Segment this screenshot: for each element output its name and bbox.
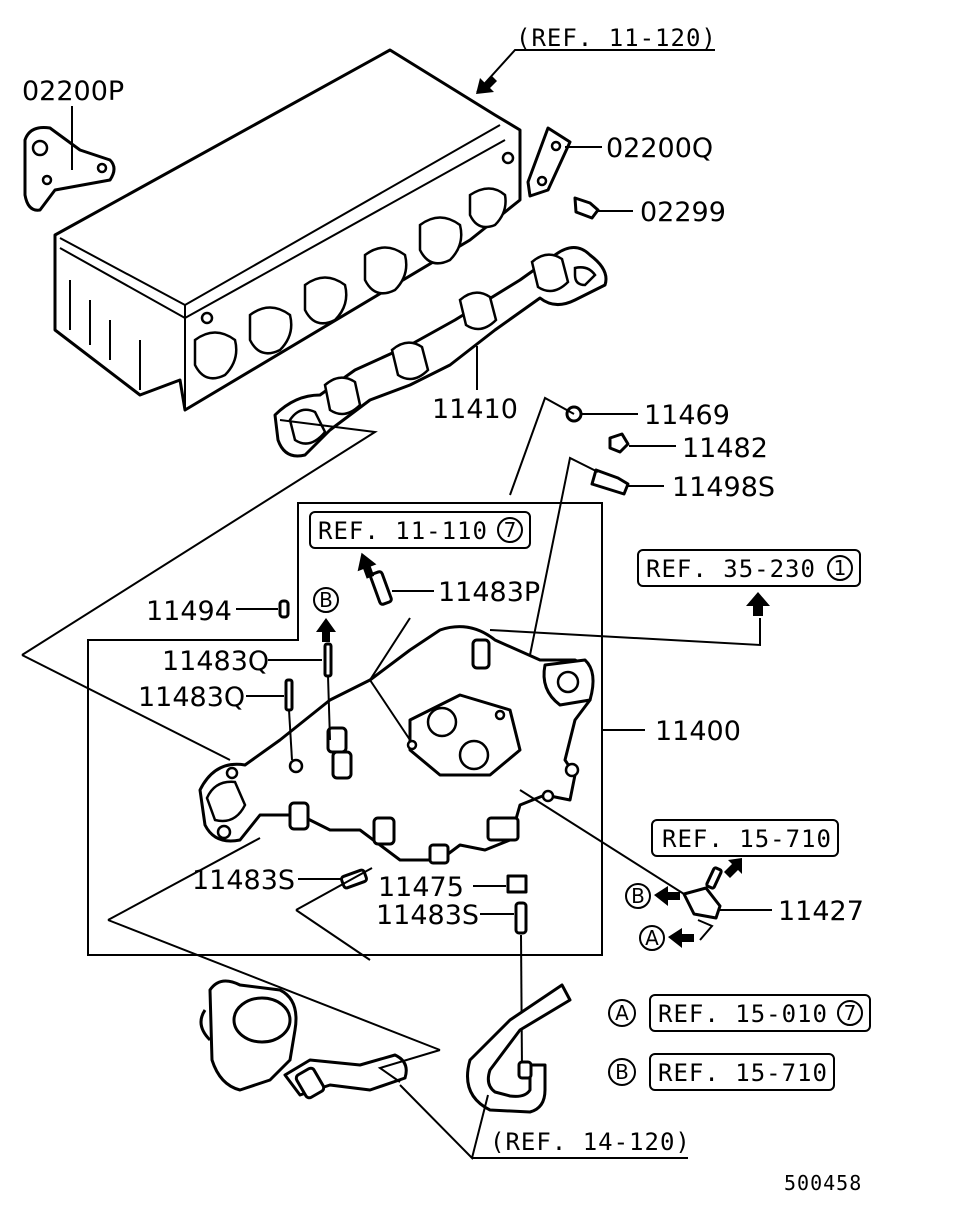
ref-box-15-710-sensor: REF. 15-710 — [651, 819, 839, 857]
guide-11498S — [529, 456, 599, 656]
guide-11483Q-b — [288, 709, 293, 761]
guide-11483P — [368, 617, 411, 741]
svg-text:B: B — [319, 588, 333, 612]
cylinder-head — [53, 48, 522, 412]
guide-line-left — [21, 419, 378, 656]
svg-text:REF. 15-710: REF. 15-710 — [662, 825, 832, 853]
water-hose — [466, 983, 572, 1114]
leader-ref-11-120 — [476, 49, 715, 93]
bracket-02200P — [23, 126, 116, 212]
marker-A-sensor: A — [639, 925, 665, 951]
svg-text:A: A — [645, 926, 659, 950]
guide-lower-short — [295, 909, 371, 961]
svg-text:1: 1 — [834, 556, 847, 580]
plug-11494 — [278, 599, 290, 619]
svg-text:B: B — [615, 1060, 629, 1084]
label-11469: 11469 — [644, 400, 730, 431]
cap-11475 — [506, 874, 528, 894]
ref-box-11-110: REF. 11-110 7 — [309, 511, 531, 549]
arrow-icon — [357, 552, 377, 579]
pin-11483Q-b — [284, 678, 294, 712]
label-11410: 11410 — [432, 394, 518, 425]
arrow-left-icon — [654, 886, 680, 906]
gasket-11410 — [273, 246, 608, 458]
sensor-wire — [697, 919, 714, 941]
svg-text:7: 7 — [504, 518, 517, 542]
label-11475: 11475 — [378, 872, 464, 903]
arrow-up-icon — [316, 618, 336, 642]
guide-11483Q-a — [327, 675, 331, 741]
hose-11483S-b — [514, 901, 528, 935]
label-02299: 02299 — [640, 197, 726, 228]
bolt-02299 — [573, 196, 600, 220]
label-11498S: 11498S — [672, 472, 775, 503]
svg-text:A: A — [615, 1001, 629, 1025]
manifold-assembly-box — [87, 502, 603, 956]
thermostat-housing — [199, 979, 408, 1100]
svg-text:REF. 15-710: REF. 15-710 — [658, 1059, 828, 1087]
svg-text:B: B — [631, 884, 645, 908]
label-11494: 11494 — [146, 596, 232, 627]
nut-11482 — [608, 432, 630, 454]
guide-hose — [377, 1049, 441, 1083]
guide-lower-center — [107, 919, 441, 1051]
label-11483Q-a: 11483Q — [162, 646, 269, 677]
marker-B-top: B — [313, 587, 339, 613]
label-11483Q-b: 11483Q — [138, 682, 245, 713]
label-02200P: 02200P — [22, 76, 124, 107]
ref-box-35-230: REF. 35-230 1 — [637, 549, 861, 587]
sensor-11427 — [682, 866, 723, 920]
svg-text:7: 7 — [844, 1001, 857, 1025]
guide-line-lower — [21, 654, 231, 761]
label-11483P: 11483P — [438, 577, 540, 608]
label-11483S-b: 11483S — [376, 900, 479, 931]
ref-11-120: (REF. 11-120) — [516, 24, 717, 52]
label-11483S-a: 11483S — [192, 865, 295, 896]
bolt-11498S — [590, 468, 630, 496]
leader-ref-35-230 — [489, 618, 761, 647]
arrow-icon — [724, 858, 742, 878]
guide-11483S-b — [520, 934, 523, 1071]
arrow-left-icon — [668, 928, 694, 948]
bracket-02200Q — [526, 126, 572, 198]
marker-B-sensor: B — [625, 883, 651, 909]
arrow-icon — [476, 76, 497, 94]
guide-11469 — [509, 396, 575, 496]
guide-11483S-a — [295, 867, 373, 911]
svg-text:REF. 11-110: REF. 11-110 — [318, 517, 488, 545]
legend-A: A REF. 15-010 7 — [608, 994, 871, 1032]
pipe-11483P — [369, 570, 393, 606]
guide-11427 — [519, 789, 685, 895]
label-11482: 11482 — [682, 433, 768, 464]
label-11400: 11400 — [655, 716, 741, 747]
pin-11483Q-a — [323, 642, 333, 678]
label-11427: 11427 — [778, 896, 864, 927]
guide-lower-left — [107, 837, 261, 921]
ref-14-120: (REF. 14-120) — [490, 1128, 691, 1156]
intake-manifold-11400 — [198, 625, 595, 865]
label-02200Q: 02200Q — [606, 133, 713, 164]
svg-text:REF. 35-230: REF. 35-230 — [646, 555, 816, 583]
arrow-up-icon — [746, 592, 770, 616]
svg-text:REF. 15-010: REF. 15-010 — [658, 1000, 828, 1028]
figure-id: 500458 — [784, 1171, 862, 1195]
legend-B: B REF. 15-710 — [608, 1053, 835, 1091]
